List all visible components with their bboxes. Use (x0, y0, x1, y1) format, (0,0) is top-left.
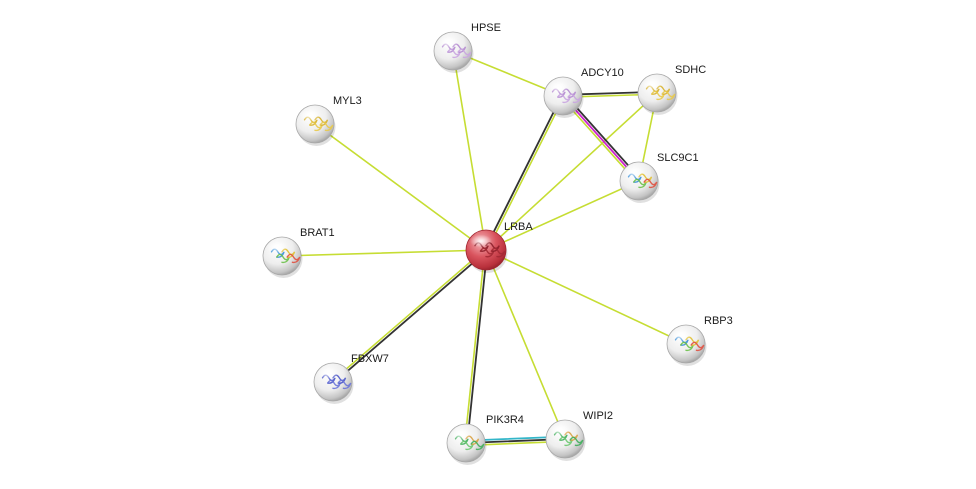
node-label-myl3: MYL3 (333, 95, 362, 107)
node-highlight (266, 241, 288, 254)
node-wipi2[interactable]: WIPI2 (545, 410, 613, 461)
node-highlight (549, 424, 571, 437)
node-pik3r4[interactable]: PIK3R4 (446, 414, 524, 465)
node-highlight (437, 36, 459, 49)
node-label-pik3r4: PIK3R4 (486, 414, 524, 426)
node-brat1[interactable]: BRAT1 (262, 227, 335, 278)
node-label-fbxw7: FBXW7 (351, 353, 389, 365)
node-highlight (623, 166, 645, 179)
edge-strand-textmining (486, 95, 565, 252)
edge-strand-coexpression (332, 250, 488, 384)
node-adcy10[interactable]: ADCY10 (543, 67, 624, 118)
nodes-layer: LRBA HPSE ADCY10 SDHC MYL3SLC9C1BRAT1RBP3FBX… (262, 22, 733, 465)
edge-lrba-myl3[interactable] (314, 123, 487, 251)
edge-strand-textmining (314, 123, 487, 251)
edge-strand-textmining (464, 249, 486, 444)
edge-strand-textmining (452, 50, 487, 251)
red-protein-structure-icon (474, 242, 506, 258)
yellow-protein-structure-icon (303, 116, 334, 132)
edge-lrba-adcy10[interactable] (484, 94, 565, 252)
edge-strand-coexpression (466, 249, 489, 445)
edge-lrba-wipi2[interactable] (485, 249, 566, 440)
node-label-lrba: LRBA (504, 221, 533, 233)
edge-lrba-slc9c1[interactable] (485, 180, 640, 251)
node-slc9c1[interactable]: SLC9C1 (619, 152, 699, 203)
edge-lrba-brat1[interactable] (281, 249, 487, 257)
node-label-brat1: BRAT1 (300, 227, 335, 239)
node-rbp3[interactable]: RBP3 (666, 315, 733, 366)
node-highlight (641, 78, 663, 91)
node-sdhc[interactable]: SDHC (637, 64, 706, 115)
edge-strand-textmining (331, 248, 487, 382)
node-highlight (470, 234, 492, 248)
node-highlight (547, 81, 569, 94)
node-label-rbp3: RBP3 (704, 315, 733, 327)
node-lrba[interactable]: LRBA (465, 221, 533, 273)
edge-strand-textmining (452, 50, 564, 97)
node-fbxw7[interactable]: FBXW7 (313, 353, 389, 404)
node-label-adcy10: ADCY10 (581, 67, 624, 79)
node-hpse[interactable]: HPSE (433, 22, 501, 73)
edge-lrba-hpse[interactable] (452, 50, 487, 251)
edge-strand-coexpression (484, 94, 563, 251)
edge-lrba-fbxw7[interactable] (331, 248, 488, 384)
edge-strand-textmining (485, 249, 566, 440)
node-label-slc9c1: SLC9C1 (657, 152, 699, 164)
node-label-wipi2: WIPI2 (583, 410, 613, 422)
edge-lrba-pik3r4[interactable] (464, 249, 489, 445)
node-label-sdhc: SDHC (675, 64, 706, 76)
edge-strand-textmining (281, 249, 487, 257)
node-label-hpse: HPSE (471, 22, 501, 34)
edge-lrba-sdhc[interactable] (485, 92, 658, 251)
node-highlight (299, 109, 321, 122)
edge-strand-textmining (485, 249, 687, 345)
node-myl3[interactable]: MYL3 (295, 95, 362, 146)
edge-lrba-rbp3[interactable] (485, 249, 687, 345)
edge-hpse-adcy10[interactable] (452, 50, 564, 97)
node-highlight (670, 329, 692, 342)
node-highlight (450, 428, 472, 441)
node-highlight (317, 367, 339, 380)
edge-strand-textmining (485, 180, 640, 251)
edge-strand-textmining (485, 92, 658, 251)
